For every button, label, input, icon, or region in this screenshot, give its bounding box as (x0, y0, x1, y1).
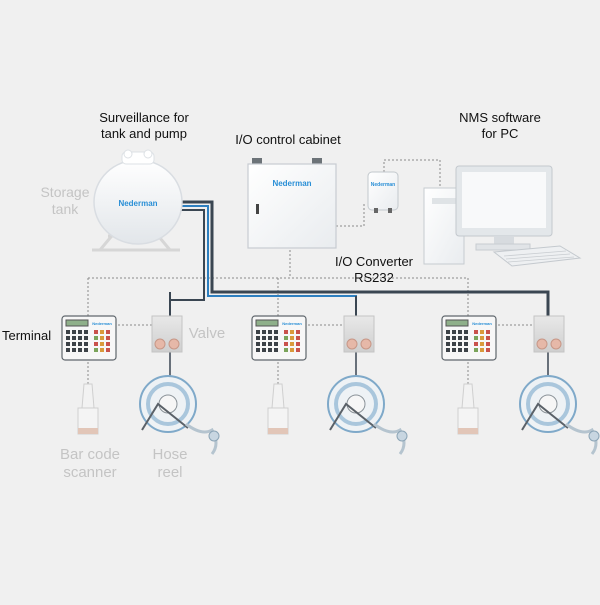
main-cables (169, 200, 550, 395)
scanner-icon (457, 383, 479, 435)
converter-icon: Nederman (367, 171, 399, 213)
svg-text:Nederman: Nederman (92, 321, 112, 326)
nms-software-label: NMS software for PC (459, 110, 541, 141)
valve-icon (343, 315, 375, 353)
valves (151, 315, 565, 353)
valve-icon (533, 315, 565, 353)
signal-pc-line (383, 159, 441, 192)
scanners (77, 383, 479, 435)
io-cabinet-label: I/O control cabinet (235, 132, 341, 147)
cabinet-icon: Nederman (247, 158, 337, 249)
terminal-icon: Nederman (441, 315, 497, 361)
hose-reel-icon (327, 375, 408, 455)
terminal-icon: Nederman (251, 315, 307, 361)
scanner-icon (77, 383, 99, 435)
svg-text:Nederman: Nederman (118, 199, 157, 208)
terminal-label: Terminal (2, 328, 52, 343)
storage-tank-icon: Nederman (92, 149, 183, 252)
pc-icon (423, 165, 582, 267)
hose-reel-icon (519, 375, 600, 455)
bar-code-scanner-label: Bar code scanner (59, 446, 121, 481)
signal-lines (87, 159, 534, 384)
svg-text:Nederman: Nederman (272, 179, 311, 188)
main-cable-branch (170, 209, 205, 301)
terminal-icon: Nederman (61, 315, 117, 361)
valve-icon (151, 315, 183, 353)
svg-text:Nederman: Nederman (371, 182, 395, 188)
hose-reel-label: Hose reel (152, 446, 188, 481)
terminals: Nederman Nederman Nederman (61, 315, 497, 361)
surveillance-label: Surveillance for tank and pump (99, 110, 189, 141)
io-converter-label: I/O Converter RS232 (334, 254, 414, 285)
scanner-icon (267, 383, 289, 435)
valve-label: Valve (188, 325, 226, 342)
main-cable-dark (176, 200, 550, 318)
signal-converter-line (336, 202, 365, 227)
hose-reels (139, 375, 600, 455)
storage-tank-label: Storage tank (40, 184, 90, 217)
svg-text:Nederman: Nederman (472, 321, 492, 326)
hose-reel-icon (139, 375, 220, 455)
svg-text:Nederman: Nederman (282, 321, 302, 326)
